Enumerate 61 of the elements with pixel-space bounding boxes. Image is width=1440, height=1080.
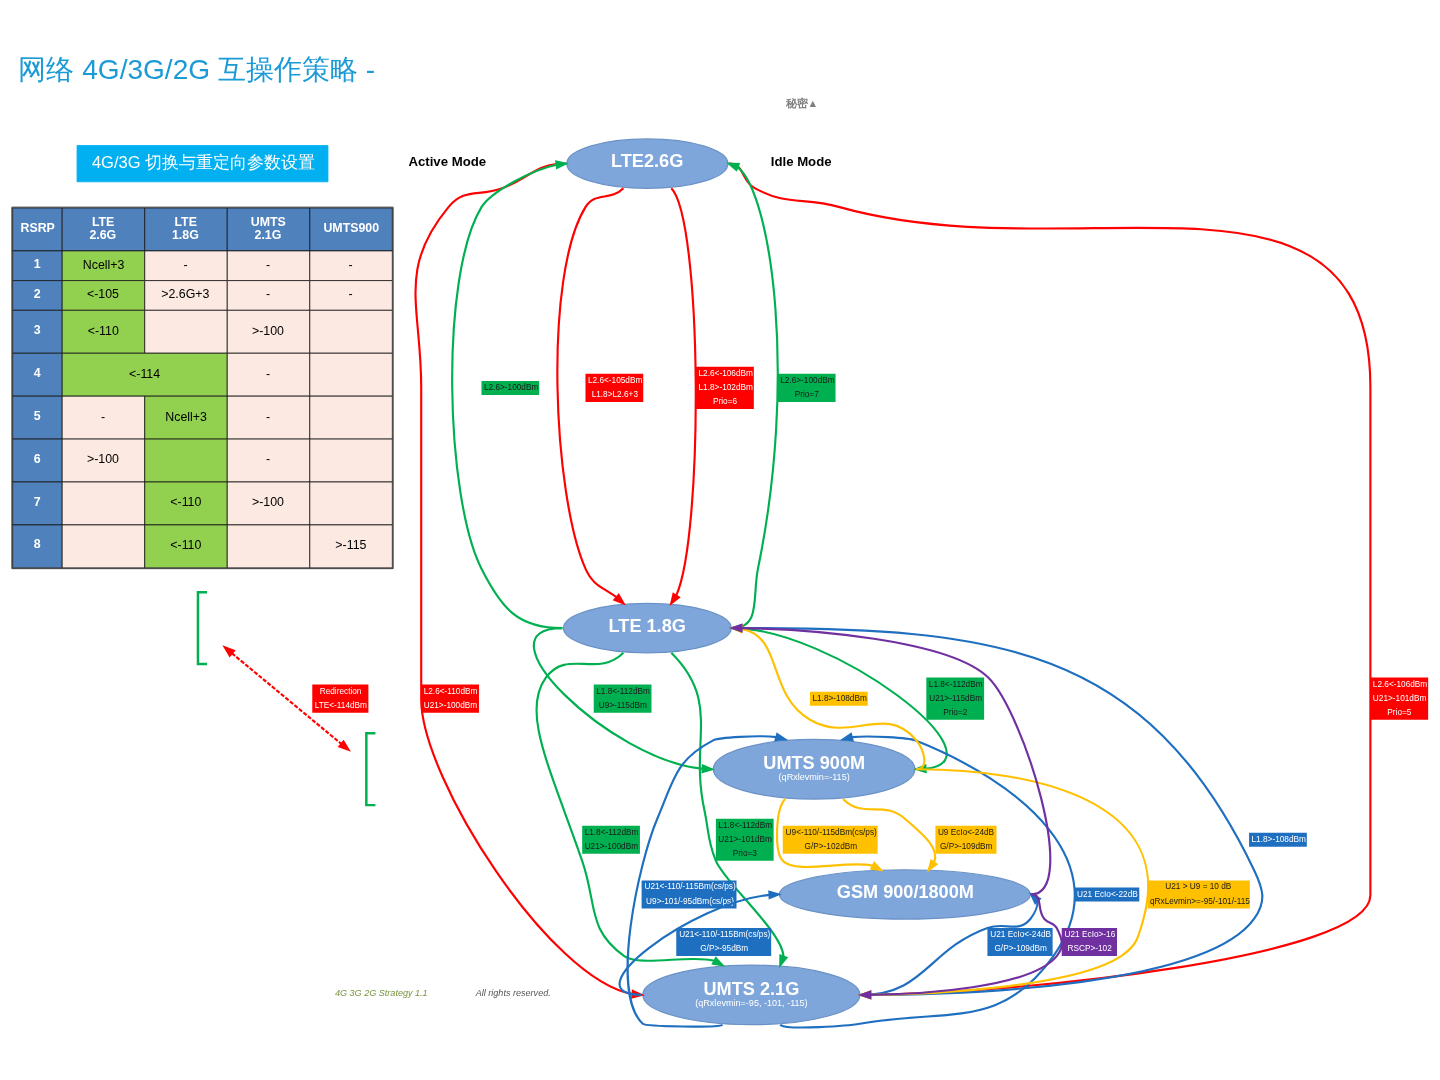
edge-label: Redirection LTE<-114dBm	[314, 686, 367, 710]
label: -	[266, 257, 271, 272]
label: LTE 2.6G	[89, 214, 117, 242]
label: >-100	[86, 451, 119, 466]
label: 4G 3G 2G Strategy 1.1	[334, 987, 428, 998]
edge-label: U9 EcIo<-24dB G/P>-109dBm	[937, 827, 995, 851]
label: -	[183, 257, 188, 272]
edge-label: U21<-110/-115Bm(cs/ps) U9>-101/-95dBm(cs/ps)	[644, 881, 736, 906]
label: <-114	[129, 366, 161, 381]
label: <-110	[170, 537, 202, 552]
label: >2.6G+3	[161, 286, 210, 301]
label: >-115	[335, 537, 367, 552]
label: -	[266, 286, 271, 301]
diagram-title: 网络 4G/3G/2G 互操作策略 -	[18, 53, 375, 85]
label: UMTS900	[323, 220, 380, 234]
label: UMTS 2.1G	[250, 214, 286, 242]
edge-label: L2.6<-105dBm L1.8>L2.6+3	[587, 375, 643, 399]
edge-label: L2.6<-106dBm L1.8>-102dBm Prio=6	[698, 368, 753, 406]
label: -	[348, 286, 353, 301]
edge-label: L2.6<-110dBm U21>-100dBm	[423, 686, 478, 710]
edge-label: L1.8<-112dBm U21>-115dBm Prio=2	[928, 679, 983, 717]
edge-label: U21 EcIo>-16 RSCP>-102	[1064, 929, 1116, 953]
label: 1	[33, 256, 41, 271]
edge-label: U21 > U9 = 10 dB qRxLevmin>=-95/-101/-115	[1150, 881, 1250, 906]
label: <-110	[87, 323, 119, 338]
label: Active Mode	[408, 153, 487, 169]
edge-label: U21 EcIo<-24dB G/P>-109dBm	[990, 929, 1052, 953]
edge-label: L1.8<-112dBm U9>-115dBm	[596, 686, 650, 710]
label: -	[266, 366, 271, 381]
edge-label: L1.8<-112dBm U21>-101dBm Prio=3	[718, 820, 773, 858]
label: -	[100, 409, 106, 423]
edge-label: U9<-110/-115dBm(cs/ps) G/P>-102dBm	[785, 827, 877, 851]
label: LTE 1.8G	[171, 214, 199, 242]
edge-label: U21<-110/-115Bm(cs/ps) G/P>-95dBm	[679, 929, 771, 953]
edge-label: L2.6>-100dBm Prio=7	[780, 375, 835, 399]
label: -	[266, 409, 271, 423]
label: 秘密▲	[785, 96, 819, 109]
label: Idle Mode	[770, 153, 832, 169]
edge-label: L1.8<-112dBm U21>-100dBm	[584, 827, 639, 851]
label: <-110	[170, 494, 202, 509]
label: All rights reserved.	[475, 987, 551, 998]
edge-label: L1.8>-108dBm	[812, 693, 867, 703]
label: <-105	[86, 286, 119, 301]
label: 7	[33, 494, 41, 509]
label: 2	[33, 286, 41, 301]
label: Ncell+3	[82, 257, 125, 272]
label: -	[348, 257, 353, 272]
label: RSRP	[20, 220, 55, 234]
label: -	[266, 451, 271, 466]
edge-label: L2.6<-106dBm U21>-101dBm Prio=5	[1372, 679, 1428, 717]
edge-label: L1.8>-108dBm	[1251, 834, 1306, 844]
label: >-100	[252, 494, 285, 509]
label: 5	[33, 408, 41, 423]
label: 8	[33, 536, 41, 551]
label: 3	[33, 322, 41, 337]
label: 6	[33, 451, 41, 466]
edge-label: U21 EcIo<-22dB	[1076, 889, 1138, 899]
edge-label: L2.6>-100dBm	[483, 382, 539, 392]
label: >-100	[252, 323, 285, 338]
label: Ncell+3	[165, 409, 207, 423]
label: 4	[33, 365, 41, 380]
